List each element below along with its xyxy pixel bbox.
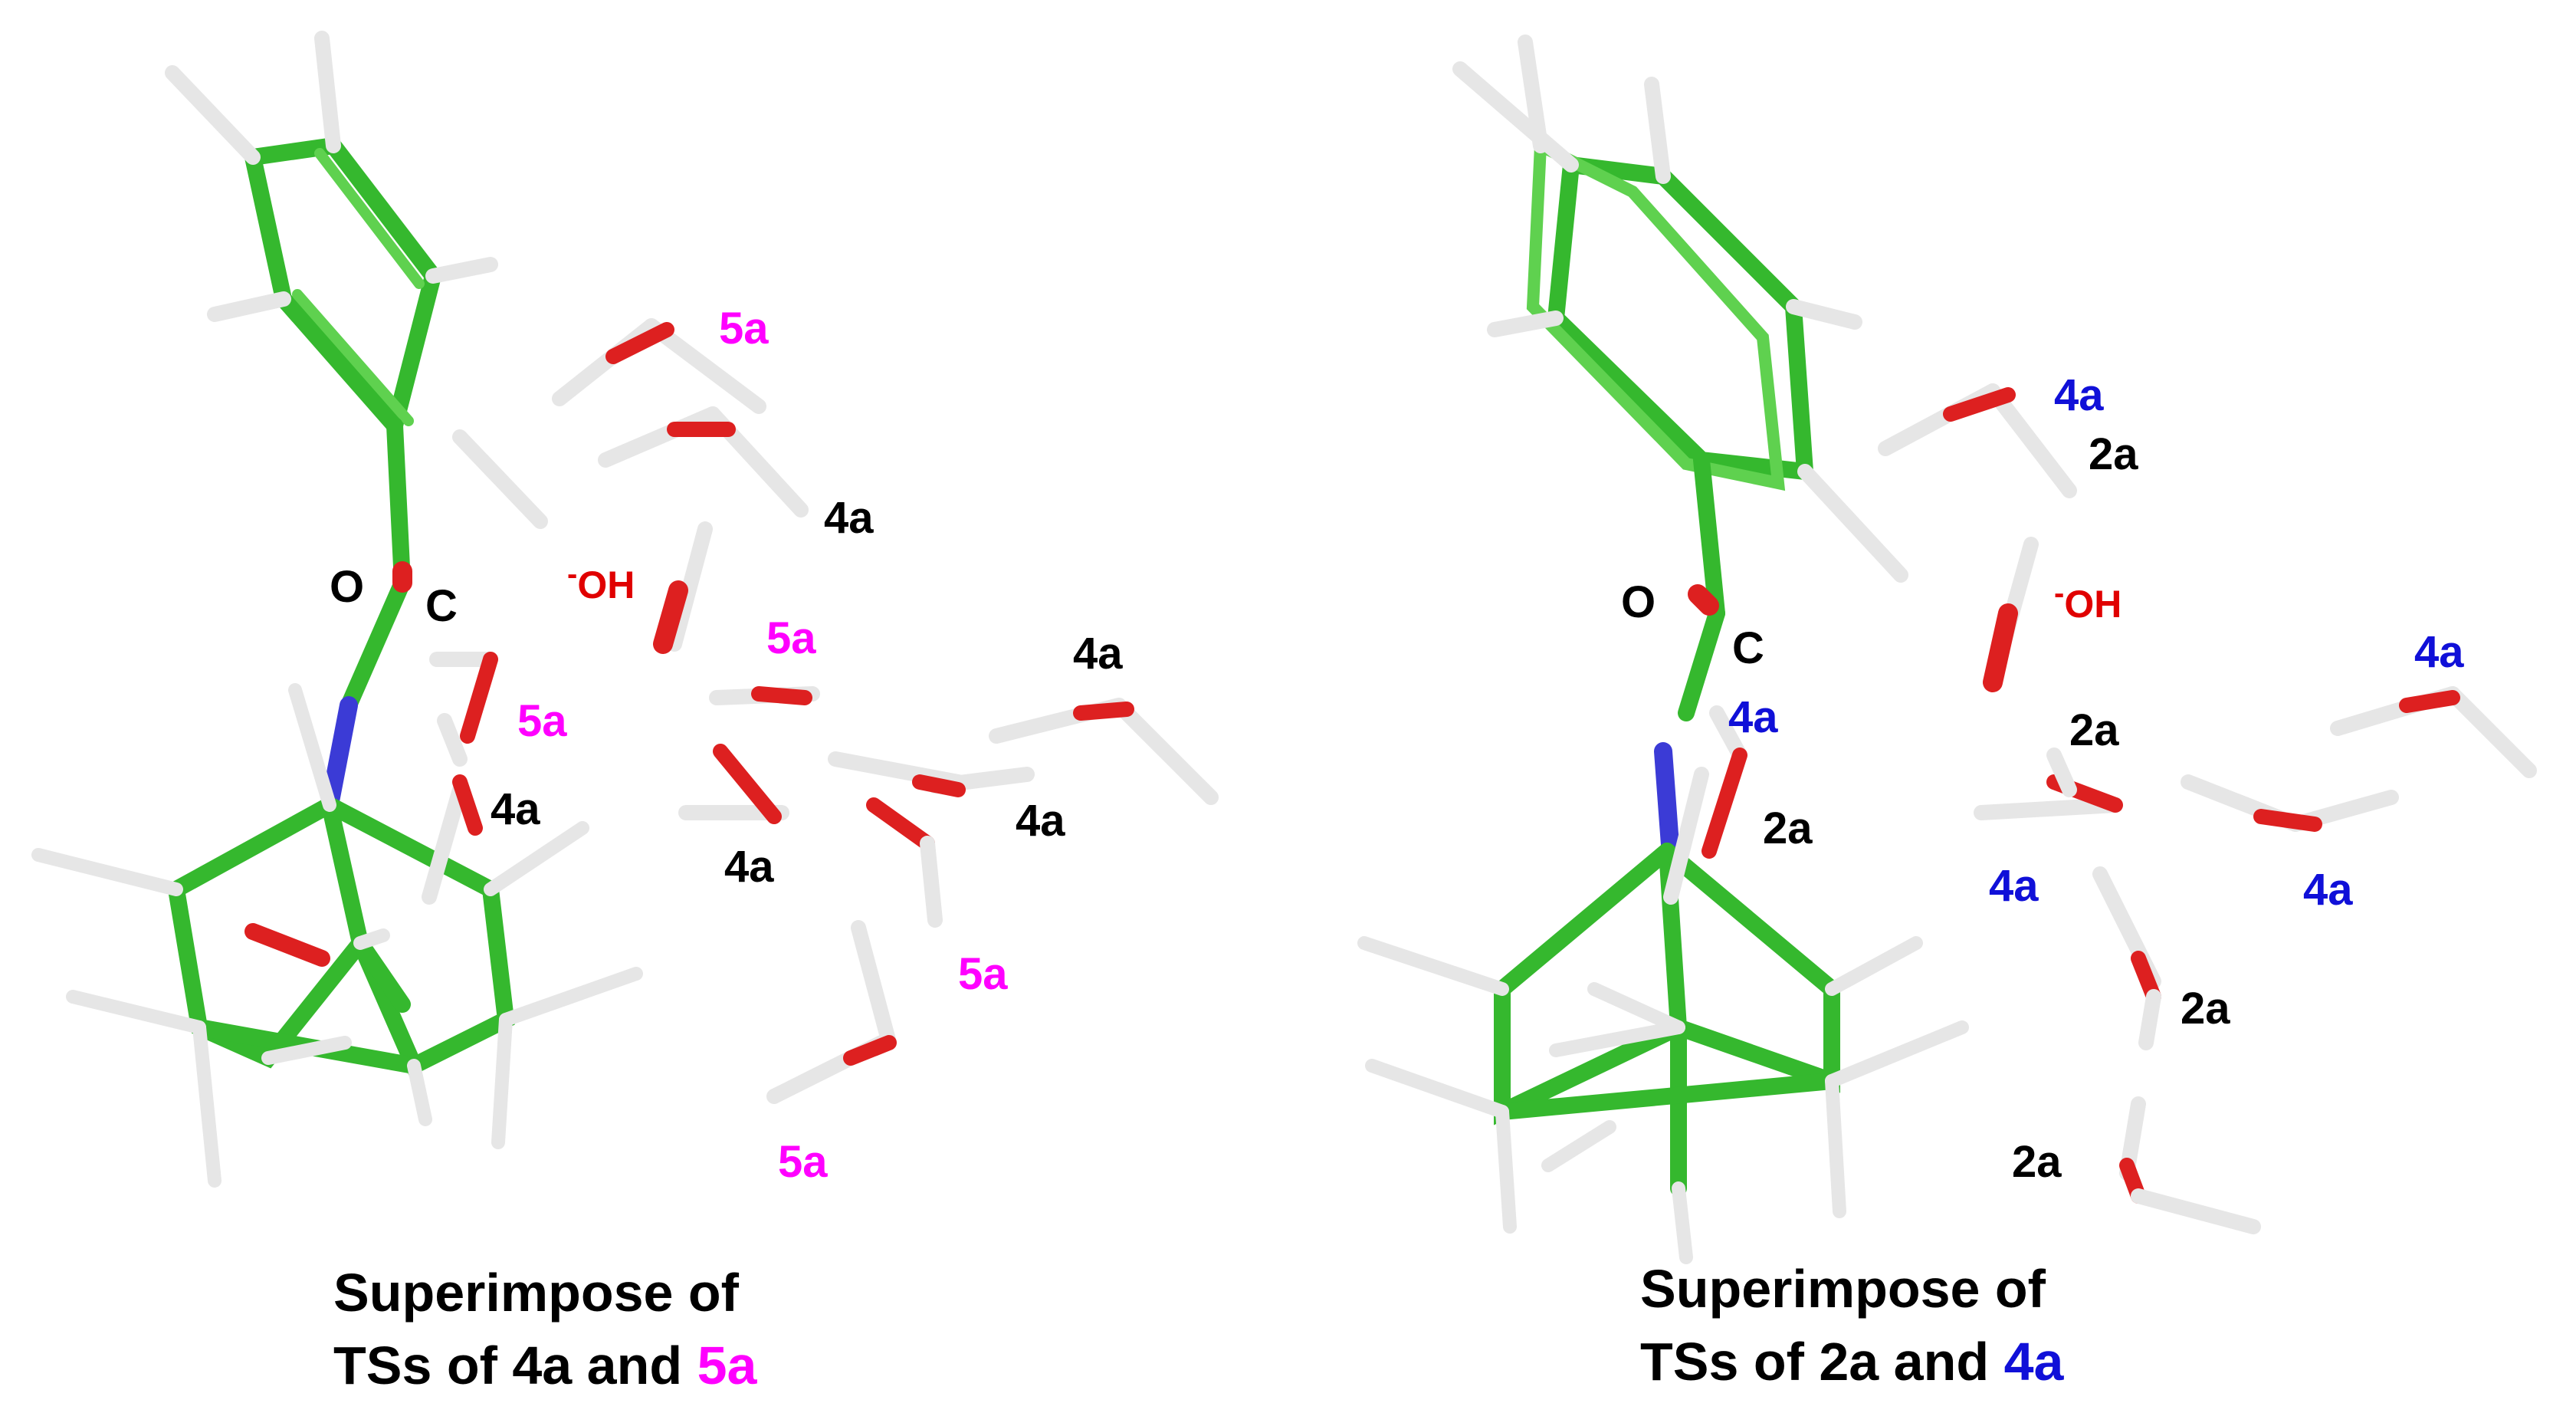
right-water-2 xyxy=(1974,748,2123,820)
left-cage-oxygen xyxy=(244,923,330,967)
left-atom-O: O xyxy=(330,562,364,612)
right-water-6 xyxy=(2092,866,2161,1050)
right-water-1 xyxy=(1878,383,2077,498)
right-hydroxide xyxy=(1983,537,2039,692)
left-caption-line2: TSs of 4a and 5a xyxy=(333,1336,757,1395)
left-water-10 xyxy=(766,920,897,1104)
left-label-w9: 5a xyxy=(958,949,1008,999)
left-label-w8: 4a xyxy=(724,842,774,892)
right-labels: O C -OH 4a 2a 4a 2a 2a 4a 4a 4a 2a 2a xyxy=(1621,370,2464,1187)
right-caption-line1: Superimpose of xyxy=(1640,1259,2046,1319)
right-label-w3: 4a xyxy=(1728,692,1778,742)
left-chain xyxy=(340,417,411,714)
right-structure xyxy=(1357,35,1969,1264)
left-water-2 xyxy=(598,406,809,518)
left-caption: Superimpose of TSs of 4a and 5a xyxy=(333,1263,757,1395)
left-water-9 xyxy=(866,797,943,928)
left-atom-C: C xyxy=(425,581,458,631)
left-label-w7: 4a xyxy=(1016,796,1065,846)
right-chain xyxy=(1678,452,1725,721)
right-label-w7: 4a xyxy=(1989,861,2039,911)
left-ring-hydrogens xyxy=(165,31,548,529)
left-hydroxide-label: -OH xyxy=(567,557,635,606)
right-caption: Superimpose of TSs of 2a and 4a xyxy=(1640,1259,2064,1392)
right-label-w6: 4a xyxy=(2414,627,2464,677)
right-label-w8: 4a xyxy=(2303,865,2353,915)
left-label-w5: 5a xyxy=(517,696,567,746)
left-nitrogen xyxy=(320,696,358,814)
right-label-w2: 2a xyxy=(2089,429,2138,479)
left-label-w10: 5a xyxy=(778,1137,828,1187)
left-water-4 xyxy=(429,652,498,767)
left-water-5 xyxy=(422,774,483,905)
left-label-w2: 4a xyxy=(824,493,874,543)
left-label-w1: 5a xyxy=(719,304,769,353)
right-hydroxide-label: -OH xyxy=(2054,577,2122,626)
right-atom-C: C xyxy=(1732,623,1764,673)
left-labels: O C -OH 5a 4a 5a 4a 5a 4a 4a 4a 5a 5a xyxy=(330,304,1123,1187)
left-water-7 xyxy=(828,751,1035,797)
right-phenyl-rings xyxy=(1526,140,1814,491)
right-ring-hydrogens xyxy=(1452,35,1908,583)
left-cage-hydrogens xyxy=(31,683,643,1188)
left-water-1 xyxy=(552,318,766,414)
right-label-w10: 2a xyxy=(2012,1137,2062,1187)
left-cage xyxy=(166,797,515,1078)
left-label-w6: 4a xyxy=(491,784,540,834)
left-water-3 xyxy=(709,686,820,705)
right-water-7 xyxy=(2119,1096,2261,1234)
left-label-w4: 4a xyxy=(1073,629,1123,679)
right-nitrogen xyxy=(1654,742,1680,864)
left-caption-line1: Superimpose of xyxy=(333,1263,740,1323)
right-label-w4: 2a xyxy=(1763,803,1813,853)
right-label-w1: 4a xyxy=(2054,370,2104,420)
left-water-8 xyxy=(678,744,789,824)
right-water-5 xyxy=(2181,774,2399,832)
left-water-6 xyxy=(989,698,1219,805)
right-water-4 xyxy=(2330,686,2537,778)
right-cage-hydrogens xyxy=(1357,936,1969,1264)
right-water-3 xyxy=(1663,705,1747,905)
left-label-w3: 5a xyxy=(766,613,816,663)
right-atom-O: O xyxy=(1621,577,1656,627)
left-phenyl-ring xyxy=(244,136,442,443)
right-caption-line2: TSs of 2a and 4a xyxy=(1640,1332,2064,1392)
left-waters xyxy=(422,318,1219,1104)
right-label-w5: 2a xyxy=(2069,705,2119,755)
right-carbonyl-oxygen xyxy=(1688,584,1719,616)
left-hydroxide xyxy=(653,521,713,654)
left-panel: O C -OH 5a 4a 5a 4a 5a 4a 4a 4a 5a 5a Su… xyxy=(31,31,1219,1395)
right-label-w9: 2a xyxy=(2181,984,2230,1033)
right-waters xyxy=(1663,383,2537,1234)
left-structure xyxy=(31,31,643,1188)
right-panel: O C -OH 4a 2a 4a 2a 2a 4a 4a 4a 2a 2a Su… xyxy=(1357,35,2537,1392)
